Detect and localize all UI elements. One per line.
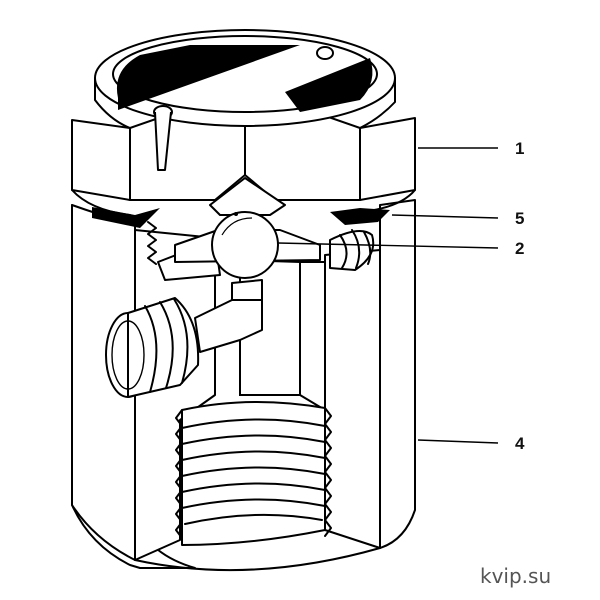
callout-leaders — [277, 147, 499, 444]
leader-2 — [277, 242, 499, 249]
side-threaded-port — [105, 279, 263, 398]
top-disk — [94, 29, 396, 129]
bottom-internal-thread — [175, 400, 332, 546]
callout-labels: 1 5 2 4 — [515, 139, 525, 453]
callout-4: 4 — [515, 434, 525, 453]
leader-4 — [417, 439, 499, 444]
inner-seat-threads — [92, 177, 390, 281]
locking-pin — [153, 105, 173, 171]
callout-2: 2 — [515, 239, 524, 258]
callout-1: 1 — [515, 139, 524, 158]
leader-5 — [391, 214, 499, 219]
valve-ball — [211, 211, 279, 279]
callout-5: 5 — [515, 209, 524, 228]
watermark: kvip.su — [480, 564, 551, 588]
